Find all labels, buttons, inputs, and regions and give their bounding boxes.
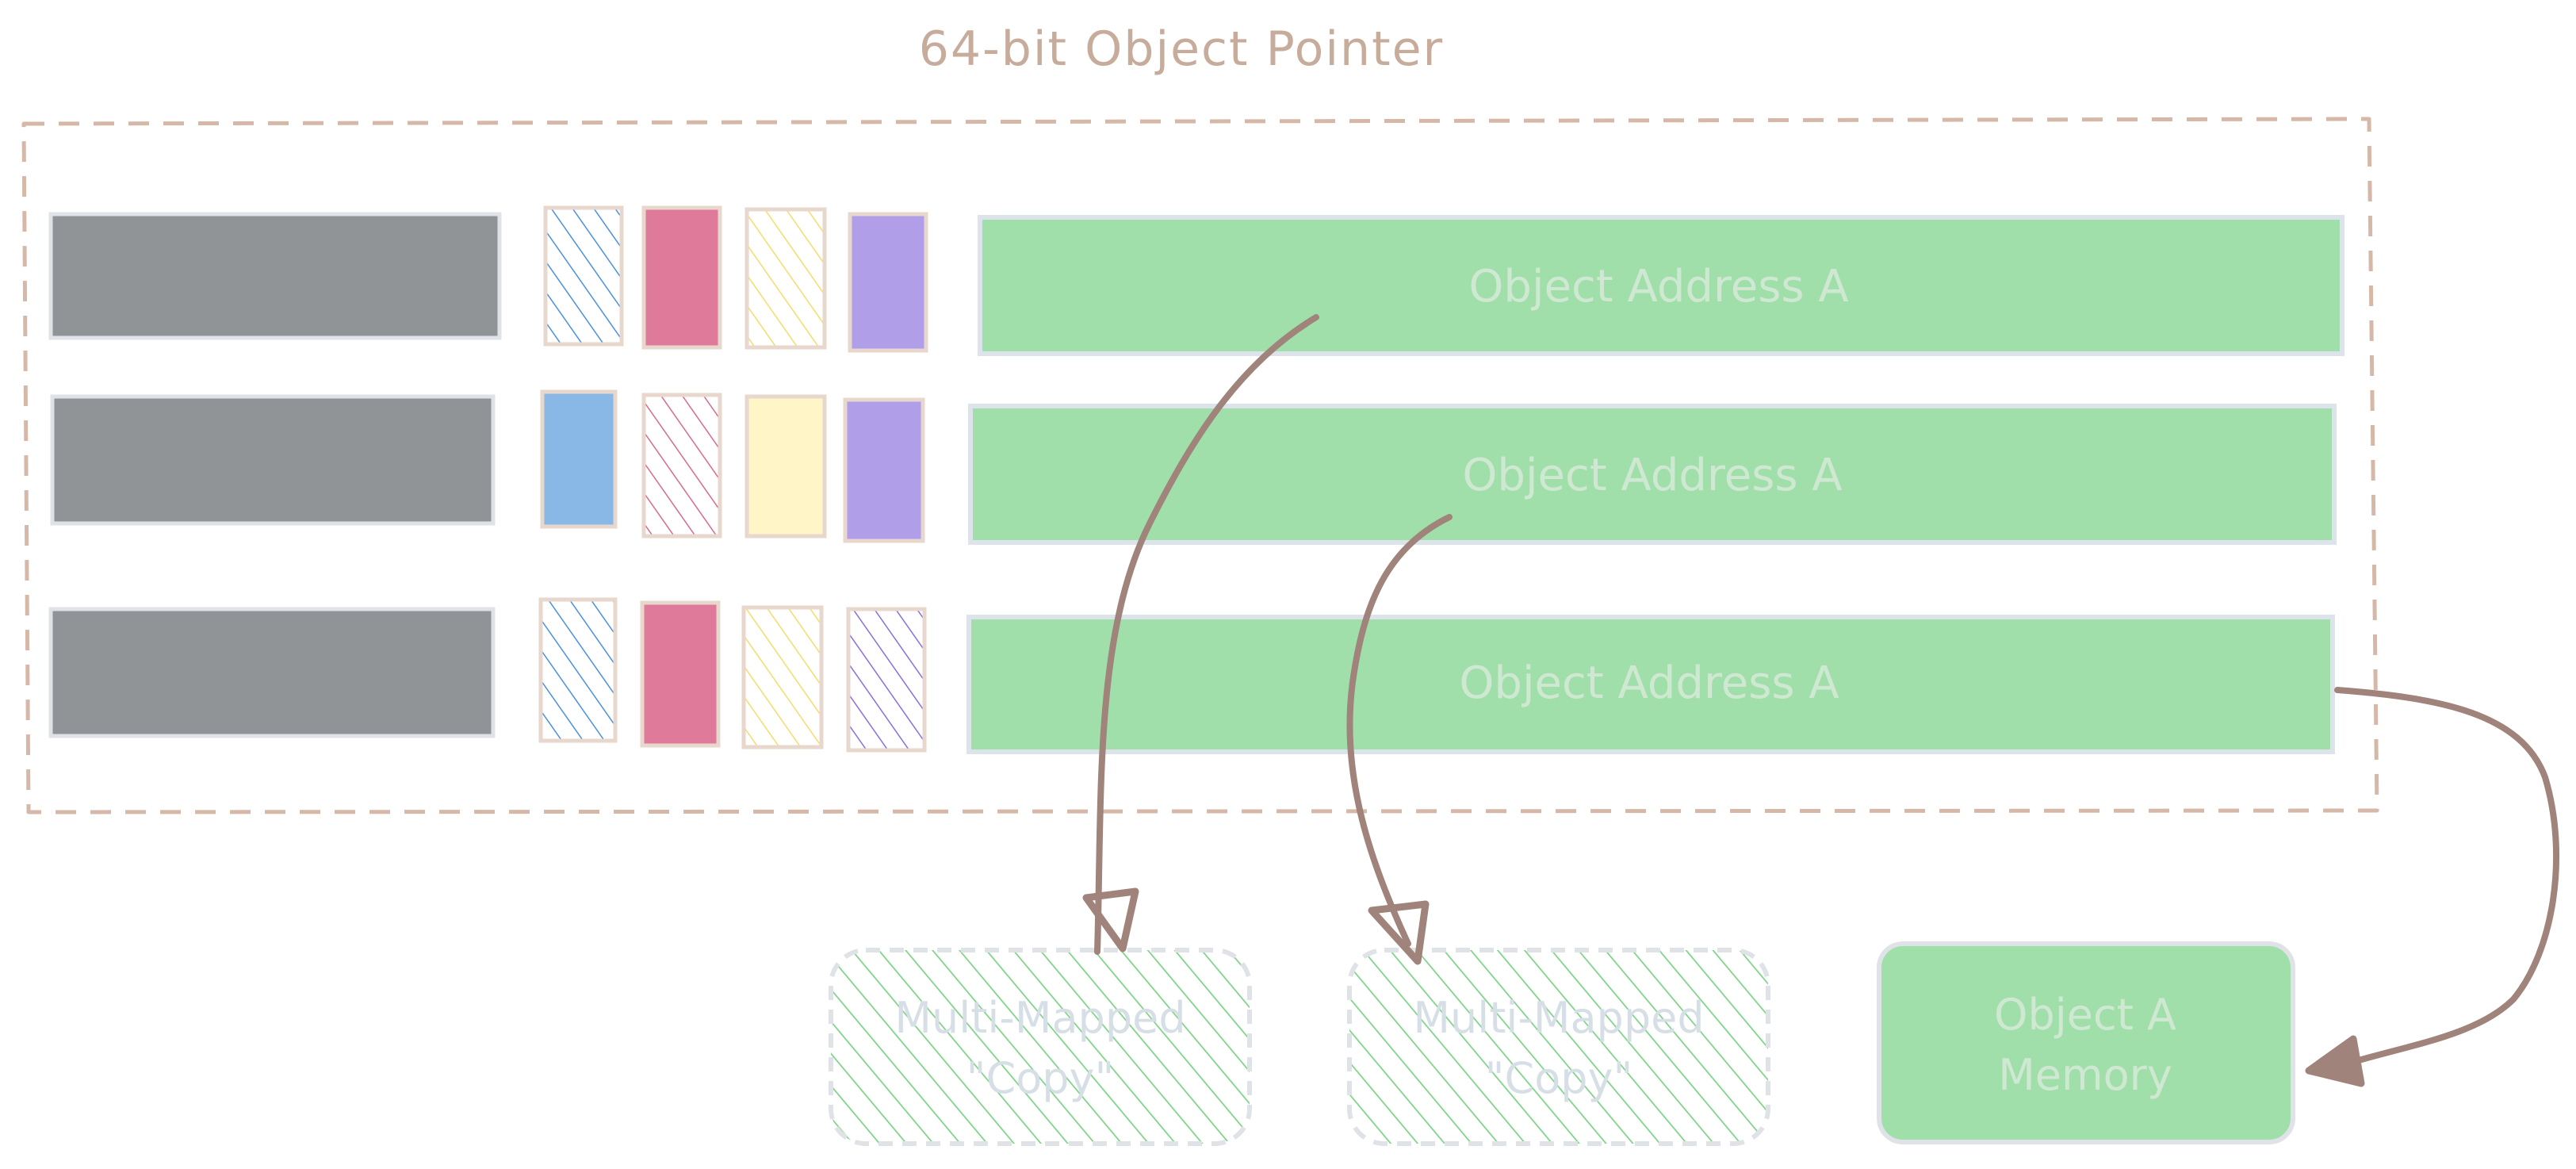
multi-mapped-copy-2: Multi-Mapped "Copy" <box>1347 948 1770 1146</box>
color-bit-2 <box>641 393 722 539</box>
color-bit-1 <box>543 205 624 347</box>
object-address-label: Object Address A <box>1462 450 1842 501</box>
color-bit-3 <box>741 605 824 749</box>
pointer-row-1: Object Address A <box>48 205 2344 356</box>
pointer-dashed-frame <box>21 117 2379 814</box>
arrow-row1-to-copy1 <box>1082 314 1319 955</box>
unused-bits-block <box>48 607 496 738</box>
color-bit-4 <box>843 397 925 543</box>
object-address-bar <box>968 404 2337 545</box>
object-a-memory: Object A Memory <box>1877 941 2295 1144</box>
target-label-line2: Memory <box>1998 1050 2172 1100</box>
object-address-bar <box>966 615 2335 754</box>
target-label-line1: Multi-Mapped <box>1413 993 1704 1043</box>
object-address-label: Object Address A <box>1468 261 1848 312</box>
object-address-label: Object Address A <box>1459 657 1839 709</box>
target-label-line1: Multi-Mapped <box>894 993 1185 1043</box>
diagram-title: 64-bit Object Pointer <box>919 21 1444 77</box>
unused-bits-block <box>48 212 502 340</box>
color-bit-2 <box>640 600 721 748</box>
color-bit-1 <box>538 597 618 743</box>
target-label-line2: "Copy" <box>1485 1053 1633 1103</box>
target-label-line1: Object A <box>1994 990 2176 1040</box>
color-bit-4 <box>846 607 927 753</box>
color-bit-4 <box>848 212 928 353</box>
pointer-row-2: Object Address A <box>50 389 2337 545</box>
color-bit-3 <box>744 394 827 539</box>
pointer-row-3: Object Address A <box>48 597 2335 754</box>
target-label-line2: "Copy" <box>966 1053 1115 1103</box>
object-address-bar <box>978 215 2344 356</box>
color-bit-1 <box>540 389 618 529</box>
arrow-row3-to-memory <box>2305 687 2560 1087</box>
multi-mapped-copy-1: Multi-Mapped "Copy" <box>829 948 1252 1146</box>
arrow-row2-to-copy2 <box>1346 514 1453 965</box>
color-bit-3 <box>744 207 827 350</box>
color-bit-2 <box>641 205 722 350</box>
unused-bits-block <box>50 394 496 526</box>
